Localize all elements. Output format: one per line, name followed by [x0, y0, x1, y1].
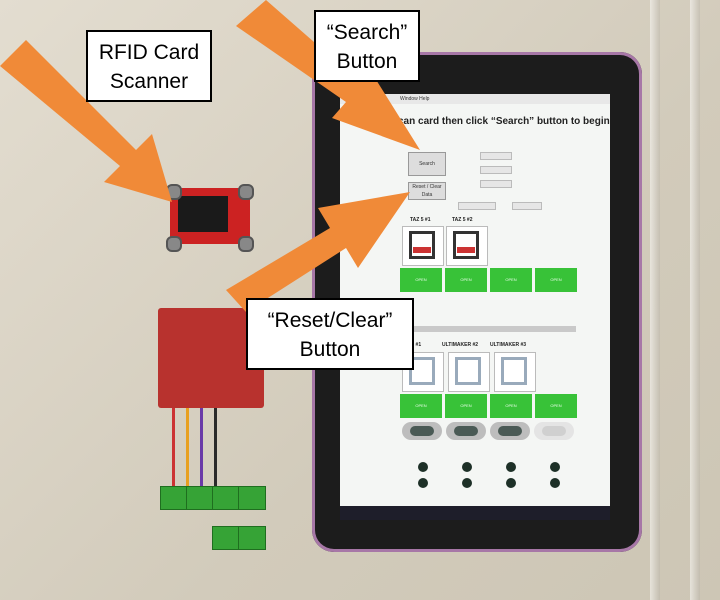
wire: [186, 408, 189, 488]
wire: [172, 408, 175, 488]
terminal-block: [212, 486, 240, 510]
status-led: [506, 478, 516, 488]
printer-name: TAZ 5 #2: [452, 217, 473, 223]
status-led: [506, 462, 516, 472]
printer-name: ULTIMAKER #3: [490, 342, 527, 348]
status-led: [462, 462, 472, 472]
terminal-block: [238, 526, 266, 550]
wire: [214, 408, 217, 488]
open-printer-button[interactable]: OPEN: [400, 268, 442, 292]
serial-port-select[interactable]: [512, 202, 542, 210]
open-printer-button[interactable]: OPEN: [445, 394, 487, 418]
callout-line: RFID Card: [98, 41, 200, 64]
windows-taskbar[interactable]: [340, 506, 610, 520]
status-led: [550, 478, 560, 488]
printer-name: TAZ 5 #1: [410, 217, 431, 223]
toggle-switch[interactable]: [490, 422, 530, 440]
open-printer-button[interactable]: OPEN: [535, 268, 577, 292]
menu-bar[interactable]: Window Help: [340, 94, 610, 104]
open-printer-button[interactable]: OPEN: [535, 394, 577, 418]
open-printer-button[interactable]: OPEN: [490, 394, 532, 418]
toggle-switch[interactable]: [446, 422, 486, 440]
open-printer-button[interactable]: OPEN: [490, 268, 532, 292]
search-button[interactable]: Search: [408, 152, 446, 176]
search-button-callout: “Search” Button: [314, 10, 420, 82]
choose-machine-select[interactable]: [458, 202, 496, 210]
toggle-switch[interactable]: [402, 422, 442, 440]
rfid-arrow-graphic: [0, 40, 172, 202]
first-name-field[interactable]: [480, 180, 512, 188]
callout-line: “Reset/Clear”: [267, 309, 393, 332]
rfid-card-scanner: [170, 188, 250, 244]
callout-line: Button: [336, 50, 398, 73]
printer-name: ULTIMAKER #2: [442, 342, 479, 348]
status-bar: [400, 326, 576, 332]
acrylic-edge: [650, 0, 660, 600]
screw: [238, 184, 254, 200]
wire: [200, 408, 203, 488]
toggle-switch[interactable]: [534, 422, 574, 440]
printer-image: [446, 226, 488, 266]
arrow-icon: [0, 40, 172, 202]
open-printer-button[interactable]: OPEN: [445, 268, 487, 292]
terminal-block: [186, 486, 214, 510]
reset-arrow-graphic: [226, 192, 410, 312]
printer-image: [494, 352, 536, 392]
callout-line: Scanner: [109, 70, 189, 93]
rfid-antenna: [178, 196, 228, 232]
arrow-icon: [226, 192, 410, 312]
id-number-field[interactable]: [480, 152, 512, 160]
status-led: [462, 478, 472, 488]
open-printer-button[interactable]: OPEN: [400, 394, 442, 418]
status-led: [418, 462, 428, 472]
callout-line: “Search”: [326, 21, 408, 44]
printer-image: [448, 352, 490, 392]
search-button-label: Search: [419, 161, 435, 167]
terminal-block: [238, 486, 266, 510]
instruction-text: can card then click “Search” button to b…: [398, 116, 610, 127]
screw: [238, 236, 254, 252]
reset-clear-callout: “Reset/Clear” Button: [246, 298, 414, 370]
rfid-scanner-callout: RFID Card Scanner: [86, 30, 212, 102]
acrylic-edge: [690, 0, 700, 600]
reset-clear-button[interactable]: Reset / Clear Data: [408, 182, 446, 200]
screw: [166, 236, 182, 252]
printer-image: [402, 226, 444, 266]
terminal-block: [212, 526, 240, 550]
status-led: [418, 478, 428, 488]
callout-line: Button: [299, 338, 361, 361]
reset-button-label: Reset / Clear Data: [412, 184, 442, 198]
last-name-field[interactable]: [480, 166, 512, 174]
status-led: [550, 462, 560, 472]
terminal-block: [160, 486, 188, 510]
